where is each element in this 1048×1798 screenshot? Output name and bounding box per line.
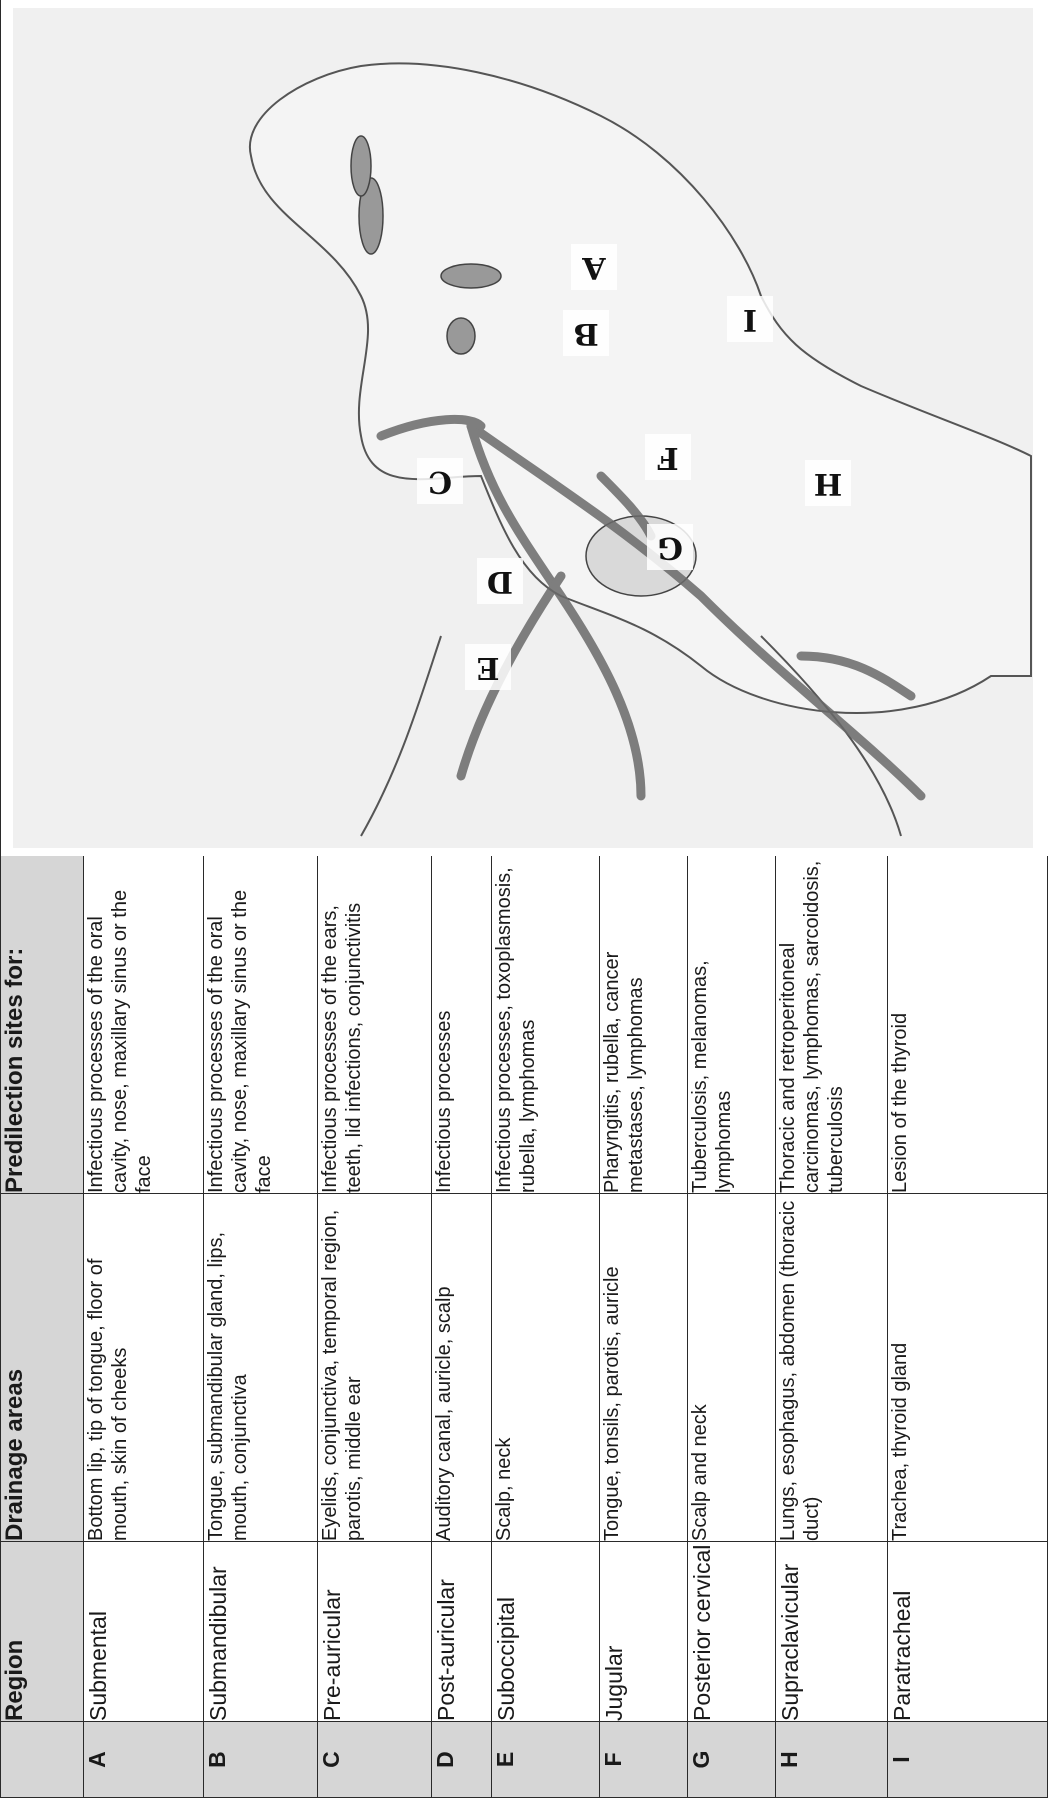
row-region: Suboccipital — [492, 1542, 600, 1722]
row-drainage: Tongue, submandibular gland, lips, mouth… — [204, 1194, 318, 1542]
row-sites: Lesion of the thyroid — [888, 856, 1048, 1194]
table-row: C Pre-auricular Eyelids, conjunctiva, te… — [318, 856, 432, 1798]
table-row: A Submental Bottom lip, tip of tongue, f… — [84, 856, 204, 1798]
label-H-marker: H — [805, 460, 851, 506]
row-sites: Infectious processes of the oral cavity,… — [204, 856, 318, 1194]
row-letter: B — [204, 1722, 318, 1798]
row-letter: C — [318, 1722, 432, 1798]
row-region: Post-auricular — [432, 1542, 492, 1722]
table-row: D Post-auricular Auditory canal, auricle… — [432, 856, 492, 1798]
row-letter: D — [432, 1722, 492, 1798]
row-region: Jugular — [600, 1542, 688, 1722]
row-region: Pre-auricular — [318, 1542, 432, 1722]
row-letter: A — [84, 1722, 204, 1798]
row-drainage: Trachea, thyroid gland — [888, 1194, 1048, 1542]
table-row: E Suboccipital Scalp, neck Infectious pr… — [492, 856, 600, 1798]
table-row: H Supraclavicular Lungs, esophagus, abdo… — [776, 856, 888, 1798]
head-neck-lymph-drawing: A B C D E — [1, 0, 1048, 856]
header-drainage: Drainage areas — [1, 1194, 84, 1542]
lymph-node-table: Region Drainage areas Predilection sites… — [0, 855, 1048, 1798]
row-region: Submental — [84, 1542, 204, 1722]
node-label-d: D — [487, 564, 513, 599]
label-F-marker: F — [645, 434, 691, 480]
row-sites: Infectious processes of the ears, teeth,… — [318, 856, 432, 1194]
table-row: F Jugular Tongue, tonsils, parotis, auri… — [600, 856, 688, 1798]
table-row: B Submandibular Tongue, submandibular gl… — [204, 856, 318, 1798]
illustration-frame: A B C D E — [0, 0, 1048, 856]
row-drainage: Auditory canal, auricle, scalp — [432, 1194, 492, 1542]
row-drainage: Tongue, tonsils, parotis, auricle — [600, 1194, 688, 1542]
node-label-a: A — [582, 250, 607, 285]
row-drainage: Bottom lip, tip of tongue, floor of mout… — [84, 1194, 204, 1542]
label-G-marker: G — [647, 524, 693, 570]
header-region: Region — [1, 1542, 84, 1722]
label-D-marker: D — [477, 558, 523, 604]
node-label-b: B — [573, 316, 598, 351]
node-label-h: H — [814, 466, 842, 501]
row-sites: Thoracic and retroperitoneal carcinomas,… — [776, 856, 888, 1194]
row-letter: E — [492, 1722, 600, 1798]
row-letter: H — [776, 1722, 888, 1798]
node-label-c: C — [428, 464, 452, 499]
row-region: Posterior cervical — [688, 1542, 776, 1722]
row-sites: Infectious processes — [432, 856, 492, 1194]
header-sites: Predilection sites for: — [1, 856, 84, 1194]
node-label-e: E — [477, 650, 500, 685]
node-label-g: G — [657, 530, 683, 565]
row-sites: Infectious processes, toxoplasmosis, rub… — [492, 856, 600, 1194]
row-letter: G — [688, 1722, 776, 1798]
row-drainage: Scalp and neck — [688, 1194, 776, 1542]
table-header-row: Region Drainage areas Predilection sites… — [1, 856, 84, 1798]
row-drainage: Eyelids, conjunctiva, temporal region, p… — [318, 1194, 432, 1542]
row-sites: Tuberculosis, melanomas, lymphomas — [688, 856, 776, 1194]
node-label-i: I — [743, 302, 757, 337]
table-row: G Posterior cervical Scalp and neck Tube… — [688, 856, 776, 1798]
label-E-marker: E — [465, 644, 511, 690]
header-letter — [1, 1722, 84, 1798]
label-B-marker: B — [563, 310, 609, 356]
row-drainage: Lungs, esophagus, abdomen (thoracic duct… — [776, 1194, 888, 1542]
label-I-marker: I — [727, 296, 773, 342]
node-label-f: F — [657, 440, 678, 475]
table-row: I Paratracheal Trachea, thyroid gland Le… — [888, 856, 1048, 1798]
label-C-marker: C — [417, 458, 463, 504]
row-region: Paratracheal — [888, 1542, 1048, 1722]
row-sites: Pharyngitis, rubella, cancer metastases,… — [600, 856, 688, 1194]
row-sites: Infectious processes of the oral cavity,… — [84, 856, 204, 1194]
row-drainage: Scalp, neck — [492, 1194, 600, 1542]
row-letter: F — [600, 1722, 688, 1798]
label-A-marker: A — [571, 244, 617, 290]
row-region: Submandibular — [204, 1542, 318, 1722]
row-letter: I — [888, 1722, 1048, 1798]
row-region: Supraclavicular — [776, 1542, 888, 1722]
